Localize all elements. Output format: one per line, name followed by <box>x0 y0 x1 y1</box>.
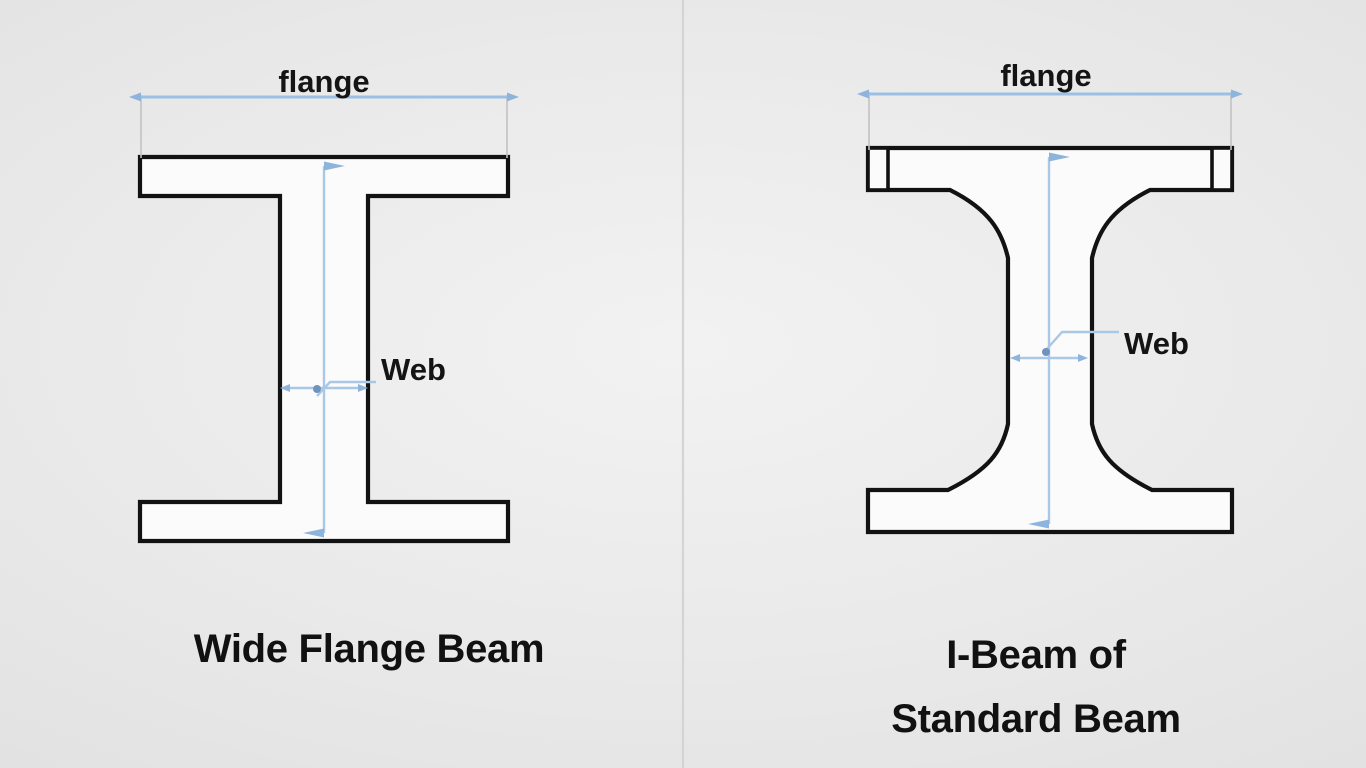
web-leader-dot <box>313 385 321 393</box>
flange-label-right: flange <box>1000 58 1091 93</box>
flange-tip-left-top <box>866 146 890 192</box>
caption-standard-beam-line2: Standard Beam <box>891 697 1181 741</box>
panel-wide-flange: flange Web Wide Flange Beam <box>129 64 545 671</box>
web-label-right: Web <box>1124 326 1189 361</box>
flange-tip-right-top <box>1210 146 1234 192</box>
flange-label-left: flange <box>278 64 369 99</box>
web-leader-line-2 <box>1045 330 1119 351</box>
web-label-left: Web <box>381 352 446 387</box>
web-leader-dot-2 <box>1042 348 1050 356</box>
panel-standard-beam: flange Web I-Beam of Standard Beam <box>857 58 1243 741</box>
caption-wide-flange: Wide Flange Beam <box>194 627 544 671</box>
caption-standard-beam-line1: I-Beam of <box>946 633 1127 677</box>
web-leader-line <box>316 380 376 397</box>
